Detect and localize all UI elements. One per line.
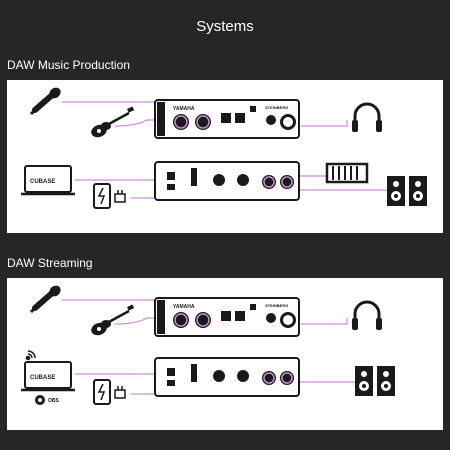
section-label-music-production: DAW Music Production: [7, 58, 130, 72]
audio-interface-rear: [154, 161, 300, 201]
yamaha-logo: YAMAHA: [173, 106, 195, 112]
laptop-icon: CUBASE: [21, 165, 75, 196]
midi-keyboard-icon: [325, 162, 369, 184]
laptop-icon: CUBASE: [21, 361, 75, 392]
audio-cables: [62, 299, 355, 395]
wifi-icon: [25, 350, 36, 361]
speakers-icon: [387, 176, 427, 206]
obs-icon: OBS: [35, 395, 60, 405]
section-label-streaming: DAW Streaming: [7, 256, 93, 270]
audio-interface-front: YAMAHA STEINBERG: [154, 297, 300, 337]
yamaha-logo: YAMAHA: [173, 304, 195, 310]
cubase-label: CUBASE: [30, 375, 55, 381]
cubase-label: CUBASE: [30, 179, 55, 185]
guitar-icon: [91, 304, 135, 336]
guitar-icon: [91, 106, 135, 138]
obs-label: OBS: [48, 398, 60, 404]
audio-cables: [62, 101, 387, 199]
page-title: Systems: [196, 18, 254, 35]
steinberg-label: STEINBERG: [265, 303, 288, 308]
speakers-icon: [355, 366, 395, 396]
power-adapter-icon: [93, 183, 126, 209]
headphones-icon: [352, 102, 382, 132]
power-adapter-icon: [93, 379, 126, 405]
music-production-diagram: YAMAHA STEINBERG CUBASE: [7, 80, 443, 233]
headphones-icon: [352, 300, 382, 330]
steinberg-label: STEINBERG: [265, 105, 288, 110]
streaming-diagram: YAMAHA STEINBERG CUBASE OBS: [7, 278, 443, 430]
microphone-icon: [29, 87, 61, 116]
microphone-icon: [29, 285, 61, 314]
audio-interface-rear: [154, 357, 300, 397]
audio-interface-front: YAMAHA STEINBERG: [154, 99, 300, 139]
